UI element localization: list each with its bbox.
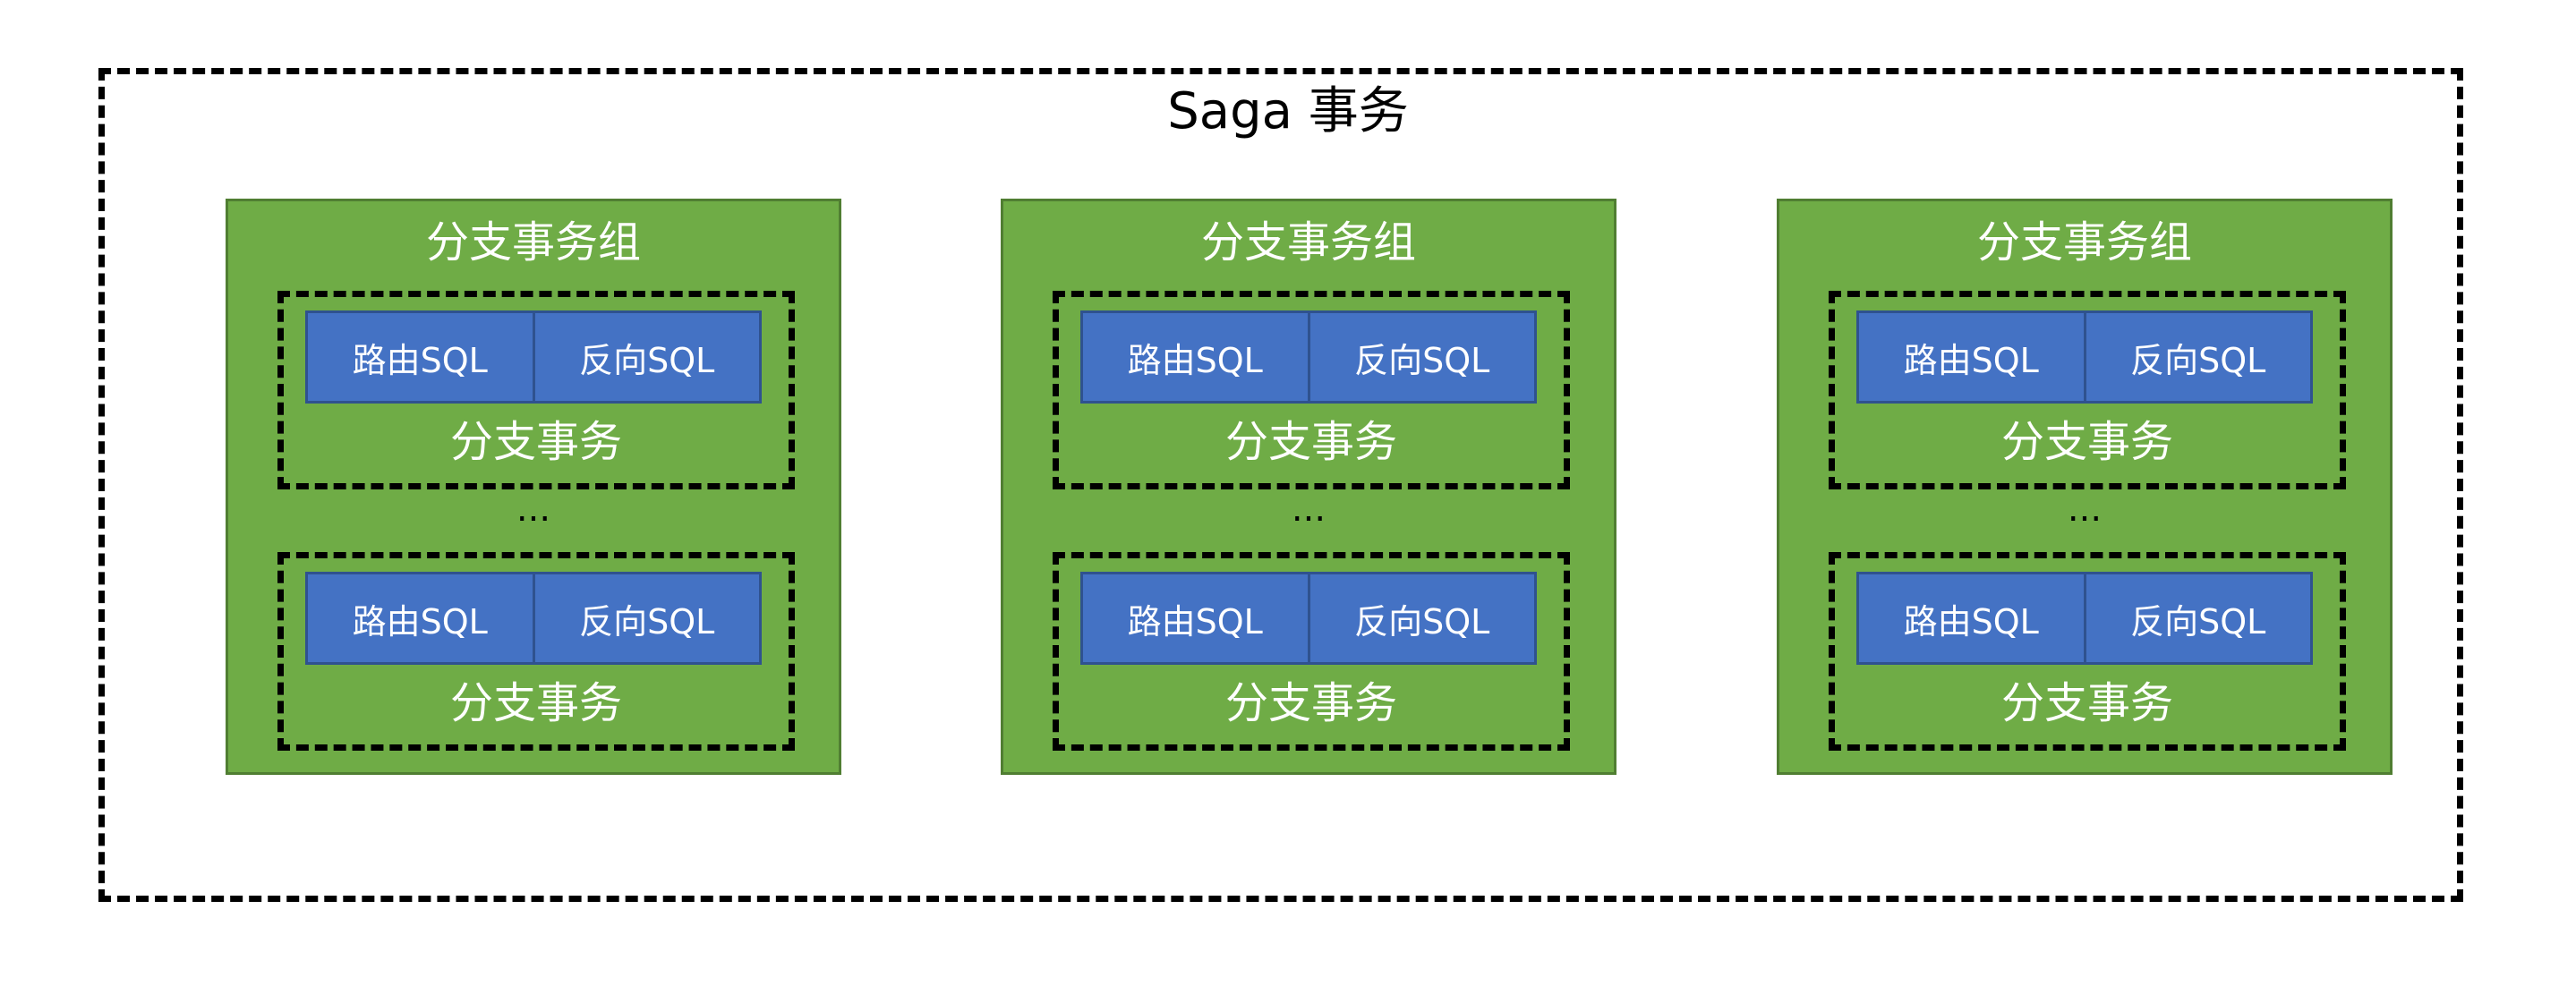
sql-pair: 路由SQL 反向SQL (1856, 310, 2313, 404)
routing-sql-box: 路由SQL (1903, 340, 2039, 380)
branch-label: 分支事务 (449, 678, 622, 728)
branch-label: 分支事务 (2000, 417, 2173, 467)
branch-transaction: 路由SQL 反向SQL 分支事务 (1053, 552, 1570, 751)
reverse-sql-box: 反向SQL (532, 574, 760, 662)
branch-transaction-group: 分支事务组 路由SQL 反向SQL 分支事务 ... 路由SQL 反向SQL 分… (1001, 199, 1616, 775)
branch-transaction: 路由SQL 反向SQL 分支事务 (1829, 552, 2346, 751)
sql-pair: 路由SQL 反向SQL (1856, 572, 2313, 665)
routing-sql-box: 路由SQL (352, 340, 488, 380)
routing-sql-box: 路由SQL (1127, 601, 1263, 642)
branch-label: 分支事务 (1224, 417, 1397, 467)
group-title: 分支事务组 (1976, 217, 2192, 268)
sql-pair: 路由SQL 反向SQL (1080, 572, 1537, 665)
group-title: 分支事务组 (425, 217, 641, 268)
branch-label: 分支事务 (449, 417, 622, 467)
reverse-sql-box: 反向SQL (1307, 574, 1535, 662)
branch-transaction: 路由SQL 反向SQL 分支事务 (277, 552, 795, 751)
branch-transaction: 路由SQL 反向SQL 分支事务 (1053, 291, 1570, 489)
branch-transaction-group: 分支事务组 路由SQL 反向SQL 分支事务 ... 路由SQL 反向SQL 分… (226, 199, 841, 775)
reverse-sql-box: 反向SQL (2083, 574, 2311, 662)
routing-sql-box: 路由SQL (1903, 601, 2039, 642)
branch-transaction: 路由SQL 反向SQL 分支事务 (1829, 291, 2346, 489)
reverse-sql-box: 反向SQL (2083, 313, 2311, 401)
sql-pair: 路由SQL 反向SQL (1080, 310, 1537, 404)
routing-sql-box: 路由SQL (1127, 340, 1263, 380)
ellipsis: ... (1291, 489, 1326, 530)
routing-sql-box: 路由SQL (352, 601, 488, 642)
branch-transaction-group: 分支事务组 路由SQL 反向SQL 分支事务 ... 路由SQL 反向SQL 分… (1777, 199, 2393, 775)
ellipsis: ... (2067, 489, 2103, 530)
branch-label: 分支事务 (1224, 678, 1397, 728)
sql-pair: 路由SQL 反向SQL (305, 572, 762, 665)
saga-title: Saga 事务 (1167, 82, 1409, 140)
branch-label: 分支事务 (2000, 678, 2173, 728)
branch-transaction: 路由SQL 反向SQL 分支事务 (277, 291, 795, 489)
reverse-sql-box: 反向SQL (532, 313, 760, 401)
saga-transaction-boundary (98, 68, 2463, 902)
reverse-sql-box: 反向SQL (1307, 313, 1535, 401)
group-title: 分支事务组 (1200, 217, 1416, 268)
ellipsis: ... (516, 489, 551, 530)
sql-pair: 路由SQL 反向SQL (305, 310, 762, 404)
